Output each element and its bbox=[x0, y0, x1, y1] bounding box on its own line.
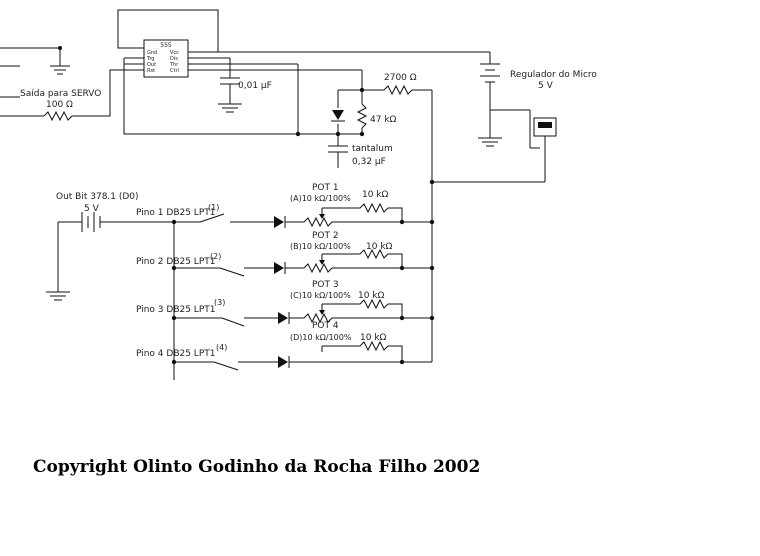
switch4-number: (4) bbox=[216, 343, 227, 352]
chip-pin-dis: Dis bbox=[170, 56, 178, 62]
pot4-name: POT 4 bbox=[312, 321, 339, 331]
resistor-47k-label: 47 kΩ bbox=[370, 115, 397, 125]
regulator-label: Regulador do Micro bbox=[510, 70, 597, 80]
chip-pin-ctrl: Ctrl bbox=[170, 68, 179, 74]
switch-3 bbox=[174, 317, 248, 327]
chip-name: 555 bbox=[160, 42, 172, 49]
pot-row-4 bbox=[248, 340, 432, 368]
pot2-name: POT 2 bbox=[312, 231, 339, 241]
chip-pin-gnd: Gnd bbox=[147, 50, 157, 56]
ground-top-left bbox=[0, 47, 70, 75]
junctions bbox=[171, 87, 435, 365]
switch3-number: (3) bbox=[214, 298, 225, 307]
pot2-value: (B)10 kΩ/100% bbox=[290, 242, 351, 251]
capacitor-timing bbox=[218, 77, 242, 113]
regulator-battery bbox=[478, 63, 530, 147]
pot-row-3 bbox=[248, 298, 432, 324]
switch1-number: (1) bbox=[208, 203, 219, 212]
regulator-voltage: 5 V bbox=[538, 81, 554, 91]
pot4-resistor: 10 kΩ bbox=[360, 333, 387, 343]
resistor-47k bbox=[356, 103, 368, 129]
meter-icon bbox=[432, 110, 557, 183]
timer-555-chip: 555 Gnd Trg Out Rst Vcc Dis Thr Ctrl bbox=[143, 39, 189, 78]
chip-pin-vcc: Vcc bbox=[170, 50, 179, 56]
copyright-text: Copyright Olinto Godinho da Rocha Filho … bbox=[33, 457, 481, 477]
servo-output-label: Saída para SERVO bbox=[20, 89, 101, 99]
chip-pin-trg: Trg bbox=[146, 56, 154, 62]
chip-pin-out: Out bbox=[147, 62, 156, 68]
chip-pins-left: Gnd Trg Out Rst bbox=[146, 50, 157, 74]
out-pin-label: Out Bit 378.1 (D0) bbox=[56, 192, 139, 202]
pino1-label: Pino 1 DB25 LPT1 bbox=[136, 208, 215, 218]
pot1-name: POT 1 bbox=[312, 183, 339, 193]
switch-4 bbox=[174, 361, 248, 371]
output-source bbox=[46, 212, 174, 301]
pot3-value: (C)10 kΩ/100% bbox=[290, 291, 351, 300]
resistor-servo bbox=[43, 110, 73, 122]
capacitor-tantalum bbox=[328, 145, 348, 168]
pot1-value: (A)10 kΩ/100% bbox=[290, 194, 351, 203]
pot4-value: (D)10 kΩ/100% bbox=[290, 333, 352, 342]
junction-ground-top bbox=[58, 46, 62, 50]
capacitor-timing-label: 0,01 µF bbox=[238, 81, 272, 91]
chip-wires bbox=[0, 9, 491, 135]
chip-pin-rst: Rst bbox=[147, 68, 155, 74]
diode-vertical bbox=[331, 110, 345, 122]
chip-pin-thr: Thr bbox=[169, 62, 179, 68]
pino3-label: Pino 3 DB25 LPT1 bbox=[136, 305, 215, 315]
pino2-label: Pino 2 DB25 LPT1 bbox=[136, 257, 215, 267]
pot-row-1 bbox=[248, 202, 432, 228]
switch-1 bbox=[174, 213, 248, 223]
capacitor-tantalum-label: tantalum bbox=[352, 144, 393, 154]
pino4-label: Pino 4 DB25 LPT1 bbox=[136, 349, 215, 359]
chip-pins-right: Vcc Dis Thr Ctrl bbox=[169, 50, 179, 74]
switch2-number: (2) bbox=[210, 252, 221, 261]
servo-resistor-label: 100 Ω bbox=[46, 100, 73, 110]
pot-row-2 bbox=[248, 248, 432, 274]
pot3-name: POT 3 bbox=[312, 280, 339, 290]
out-pin-voltage: 5 V bbox=[84, 204, 100, 214]
resistor-2700-label: 2700 Ω bbox=[384, 73, 417, 83]
pot3-resistor: 10 kΩ bbox=[358, 291, 385, 301]
pot2-resistor: 10 kΩ bbox=[366, 242, 393, 252]
capacitor-tantalum-value: 0,32 µF bbox=[352, 157, 386, 167]
pot1-resistor: 10 kΩ bbox=[362, 190, 389, 200]
resistor-2700 bbox=[362, 84, 432, 96]
switch-2 bbox=[174, 267, 248, 277]
